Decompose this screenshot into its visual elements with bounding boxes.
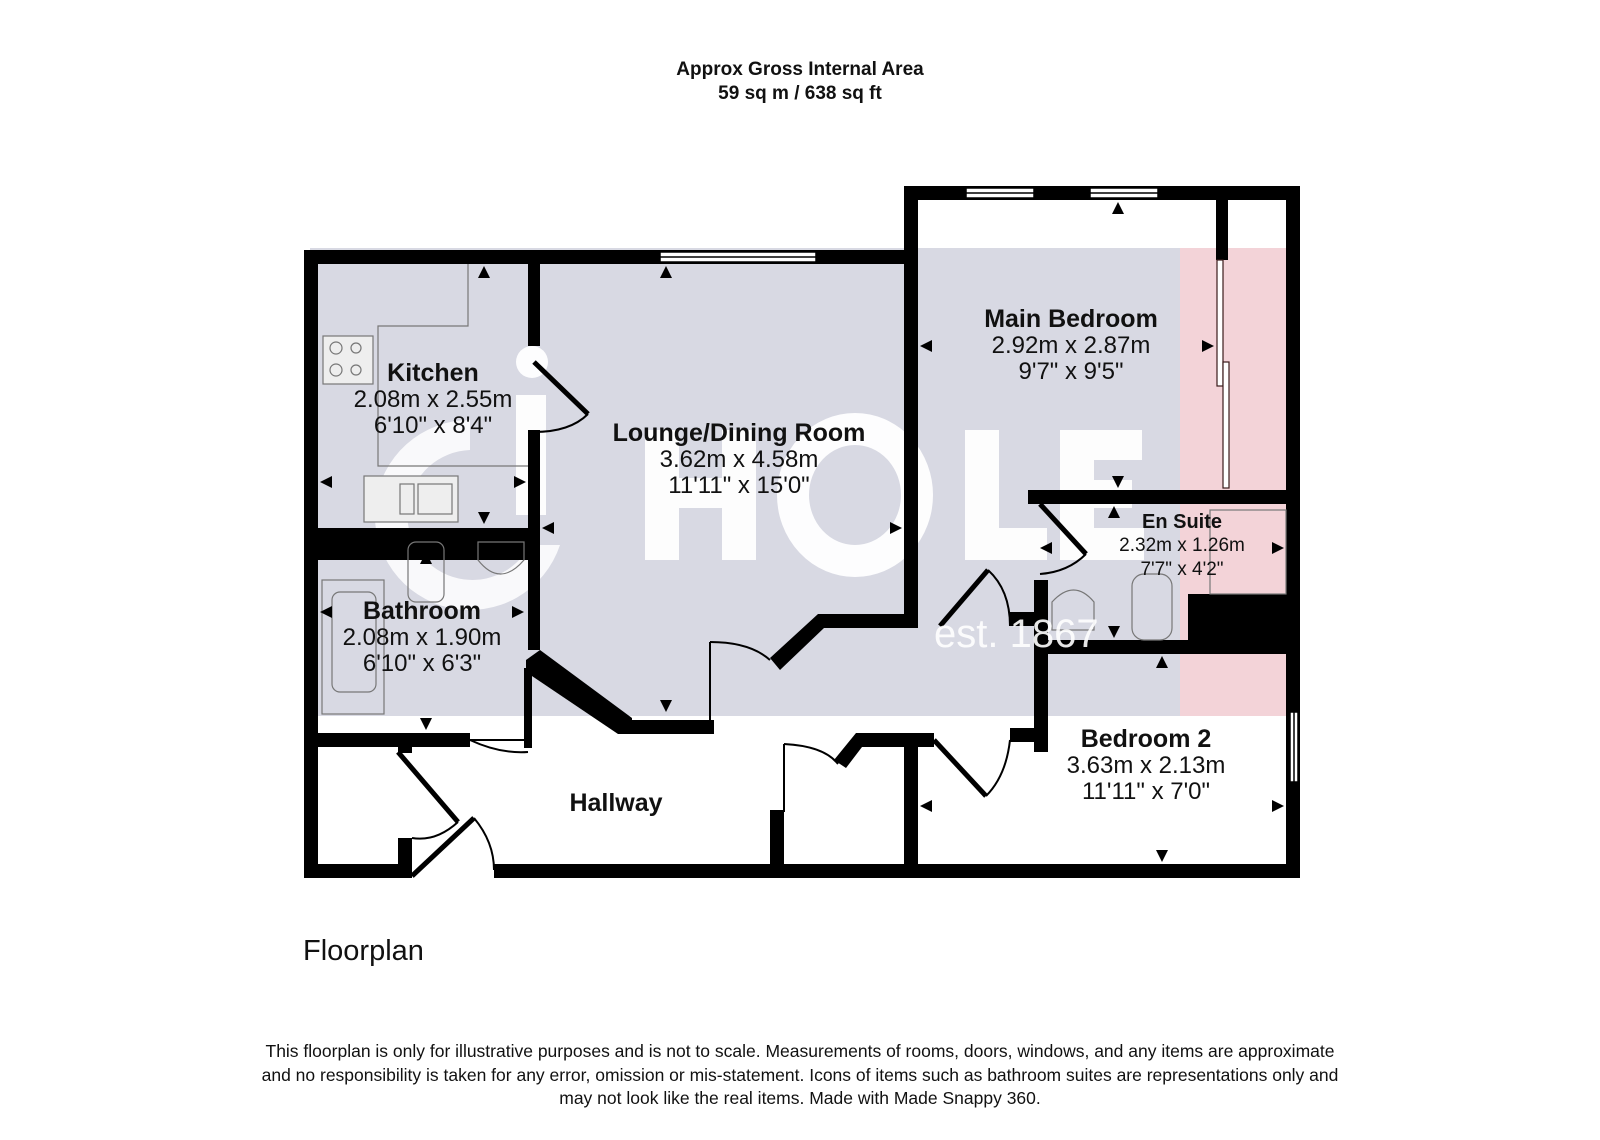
room-name: Hallway [569,789,663,817]
room-metric: 2.92m x 2.87m [991,332,1151,359]
room-imperial: 6'10" x 8'4" [373,412,493,439]
windows [659,187,1299,783]
room-bedroom-2: Bedroom 2 3.63m x 2.13m 11'11" x 7'0" [1067,726,1226,805]
room-name: En Suite [1141,511,1223,533]
room-name: Bedroom 2 [1080,725,1212,753]
room-imperial: 6'10" x 6'3" [362,650,482,677]
area-title: Approx Gross Internal Area [676,59,924,80]
room-metric: 3.63m x 2.13m [1066,752,1226,779]
area-value: 59 sq m / 638 sq ft [718,83,882,104]
room-kitchen: Kitchen 2.08m x 2.55m 6'10" x 8'4" [354,360,513,439]
room-metric: 2.32m x 1.26m [1119,535,1245,556]
room-imperial: 11'11" x 7'0" [1081,778,1211,805]
dimension-arrows [320,202,1284,862]
disclaimer: This floorplan is only for illustrative … [180,1040,1420,1111]
disclaimer-line: This floorplan is only for illustrative … [265,1041,1335,1061]
room-metric: 3.62m x 4.58m [659,446,819,473]
room-hallway: Hallway [569,790,662,817]
disclaimer-line: may not look like the real items. Made w… [559,1088,1041,1108]
room-bathroom: Bathroom 2.08m x 1.90m 6'10" x 6'3" [343,598,502,677]
room-lounge-dining: Lounge/Dining Room 3.62m x 4.58m 11'11" … [613,420,866,499]
fixtures [321,264,1287,715]
floor-label: Floorplan [303,935,424,967]
disclaimer-line: and no responsibility is taken for any e… [261,1064,1339,1085]
room-name: Bathroom [362,597,482,625]
watermark-est: est. 1867 [934,612,1099,656]
area-header: Approx Gross Internal Area 59 sq m / 638… [0,58,1600,106]
doors [396,360,1088,878]
room-name: Main Bedroom [984,305,1158,333]
room-imperial: 9'7" x 9'5" [1018,358,1124,385]
room-metric: 2.08m x 2.55m [353,386,513,413]
wardrobe-doors [1216,259,1230,489]
room-imperial: 11'11" x 15'0" [668,472,810,499]
room-metric: 2.08m x 1.90m [342,624,502,651]
room-name: Lounge/Dining Room [612,419,866,447]
room-imperial: 7'7" x 4'2" [1140,559,1224,580]
room-en-suite: En Suite 2.32m x 1.26m 7'7" x 4'2" [1119,510,1245,582]
room-main-bedroom: Main Bedroom 2.92m x 2.87m 9'7" x 9'5" [984,306,1158,385]
room-name: Kitchen [387,359,479,387]
